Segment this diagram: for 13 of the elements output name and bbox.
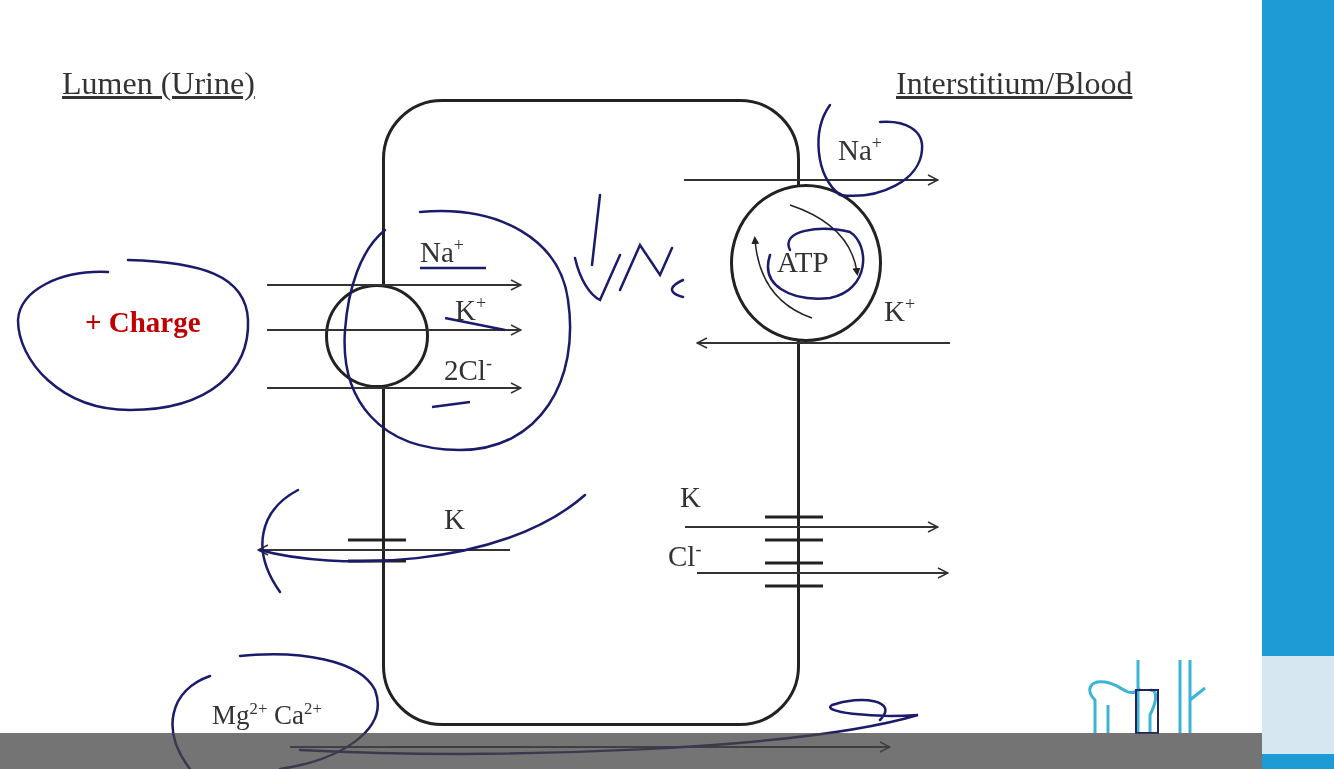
pump-label: ATP xyxy=(777,247,829,279)
ion-label: K$^{+}$ xyxy=(455,294,487,327)
ion-label: K$^{+}$ xyxy=(884,295,916,328)
ion-label: K xyxy=(444,504,465,536)
ion-label: K xyxy=(680,482,701,514)
ion-label: Na$^{+}$ xyxy=(838,134,882,167)
ion-label: Na$^{+}$ xyxy=(420,236,464,269)
ion-label: 2Cl$^{-}$ xyxy=(444,354,492,387)
region-heading: Lumen (Urine) xyxy=(62,66,255,102)
region-heading: Interstitium/Blood xyxy=(896,66,1133,102)
charge-label: + Charge xyxy=(85,307,201,339)
ion-label: Cl$^{-}$ xyxy=(668,540,702,573)
ion-label: Mg$^{2+}$ Ca$^{2+}$ xyxy=(212,700,322,731)
